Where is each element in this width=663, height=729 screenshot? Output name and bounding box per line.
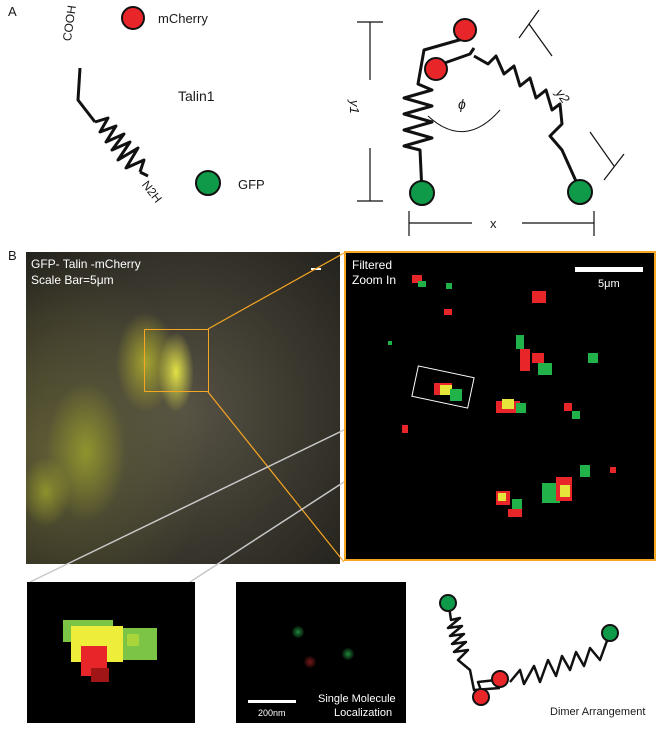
gfp-label: GFP	[238, 177, 265, 192]
y2-bracket	[518, 9, 625, 181]
zoom-scale-bar	[575, 267, 643, 272]
mcherry-circle	[121, 6, 145, 30]
talin1-label: Talin1	[178, 88, 215, 104]
arrangement-gfp-top	[439, 594, 457, 612]
x-bracket	[408, 211, 595, 236]
raw-title: GFP- Talin -mCherry	[31, 257, 141, 271]
zoom-title: Zoom In	[352, 273, 397, 287]
dimer-gfp-left	[409, 180, 435, 206]
dimer-caption: Dimer Arrangement	[550, 706, 646, 718]
arrangement-mcherry-center	[491, 670, 509, 688]
cluster-zoom-image	[27, 582, 195, 723]
gfp-circle	[195, 170, 221, 196]
talin-monomer	[76, 67, 149, 178]
raw-scale-label: Scale Bar=5μm	[31, 273, 114, 287]
sm-scale-bar	[248, 700, 296, 703]
sm-caption-line2: Localization	[334, 707, 393, 719]
dimer-mcherry-mid	[424, 57, 448, 81]
filtered-zoom-image: Filtered Zoom In 5μm	[344, 251, 656, 561]
arrangement-mcherry-bottom	[472, 688, 490, 706]
dimer-gfp-right	[567, 179, 593, 205]
dimer-mcherry-top	[453, 18, 477, 42]
x-label: x	[490, 216, 497, 231]
filtered-title: Filtered	[352, 258, 393, 272]
arrangement-gfp-right	[601, 624, 619, 642]
panel-a-letter: A	[8, 4, 17, 19]
zoom-scale-label: 5μm	[598, 278, 620, 290]
sm-caption-line1: Single Molecule	[318, 693, 396, 705]
dimer-schematic	[402, 36, 582, 193]
y1-bracket	[357, 21, 383, 202]
phi-label: ϕ	[458, 96, 466, 112]
sm-scale-label: 200nm	[258, 708, 286, 718]
single-molecule-image: 200nm Single Molecule Localization	[236, 582, 406, 723]
mcherry-label: mCherry	[158, 11, 208, 26]
panel-b-letter: B	[8, 248, 17, 263]
phi-arc	[427, 109, 501, 132]
zoom-region-box	[144, 329, 209, 392]
